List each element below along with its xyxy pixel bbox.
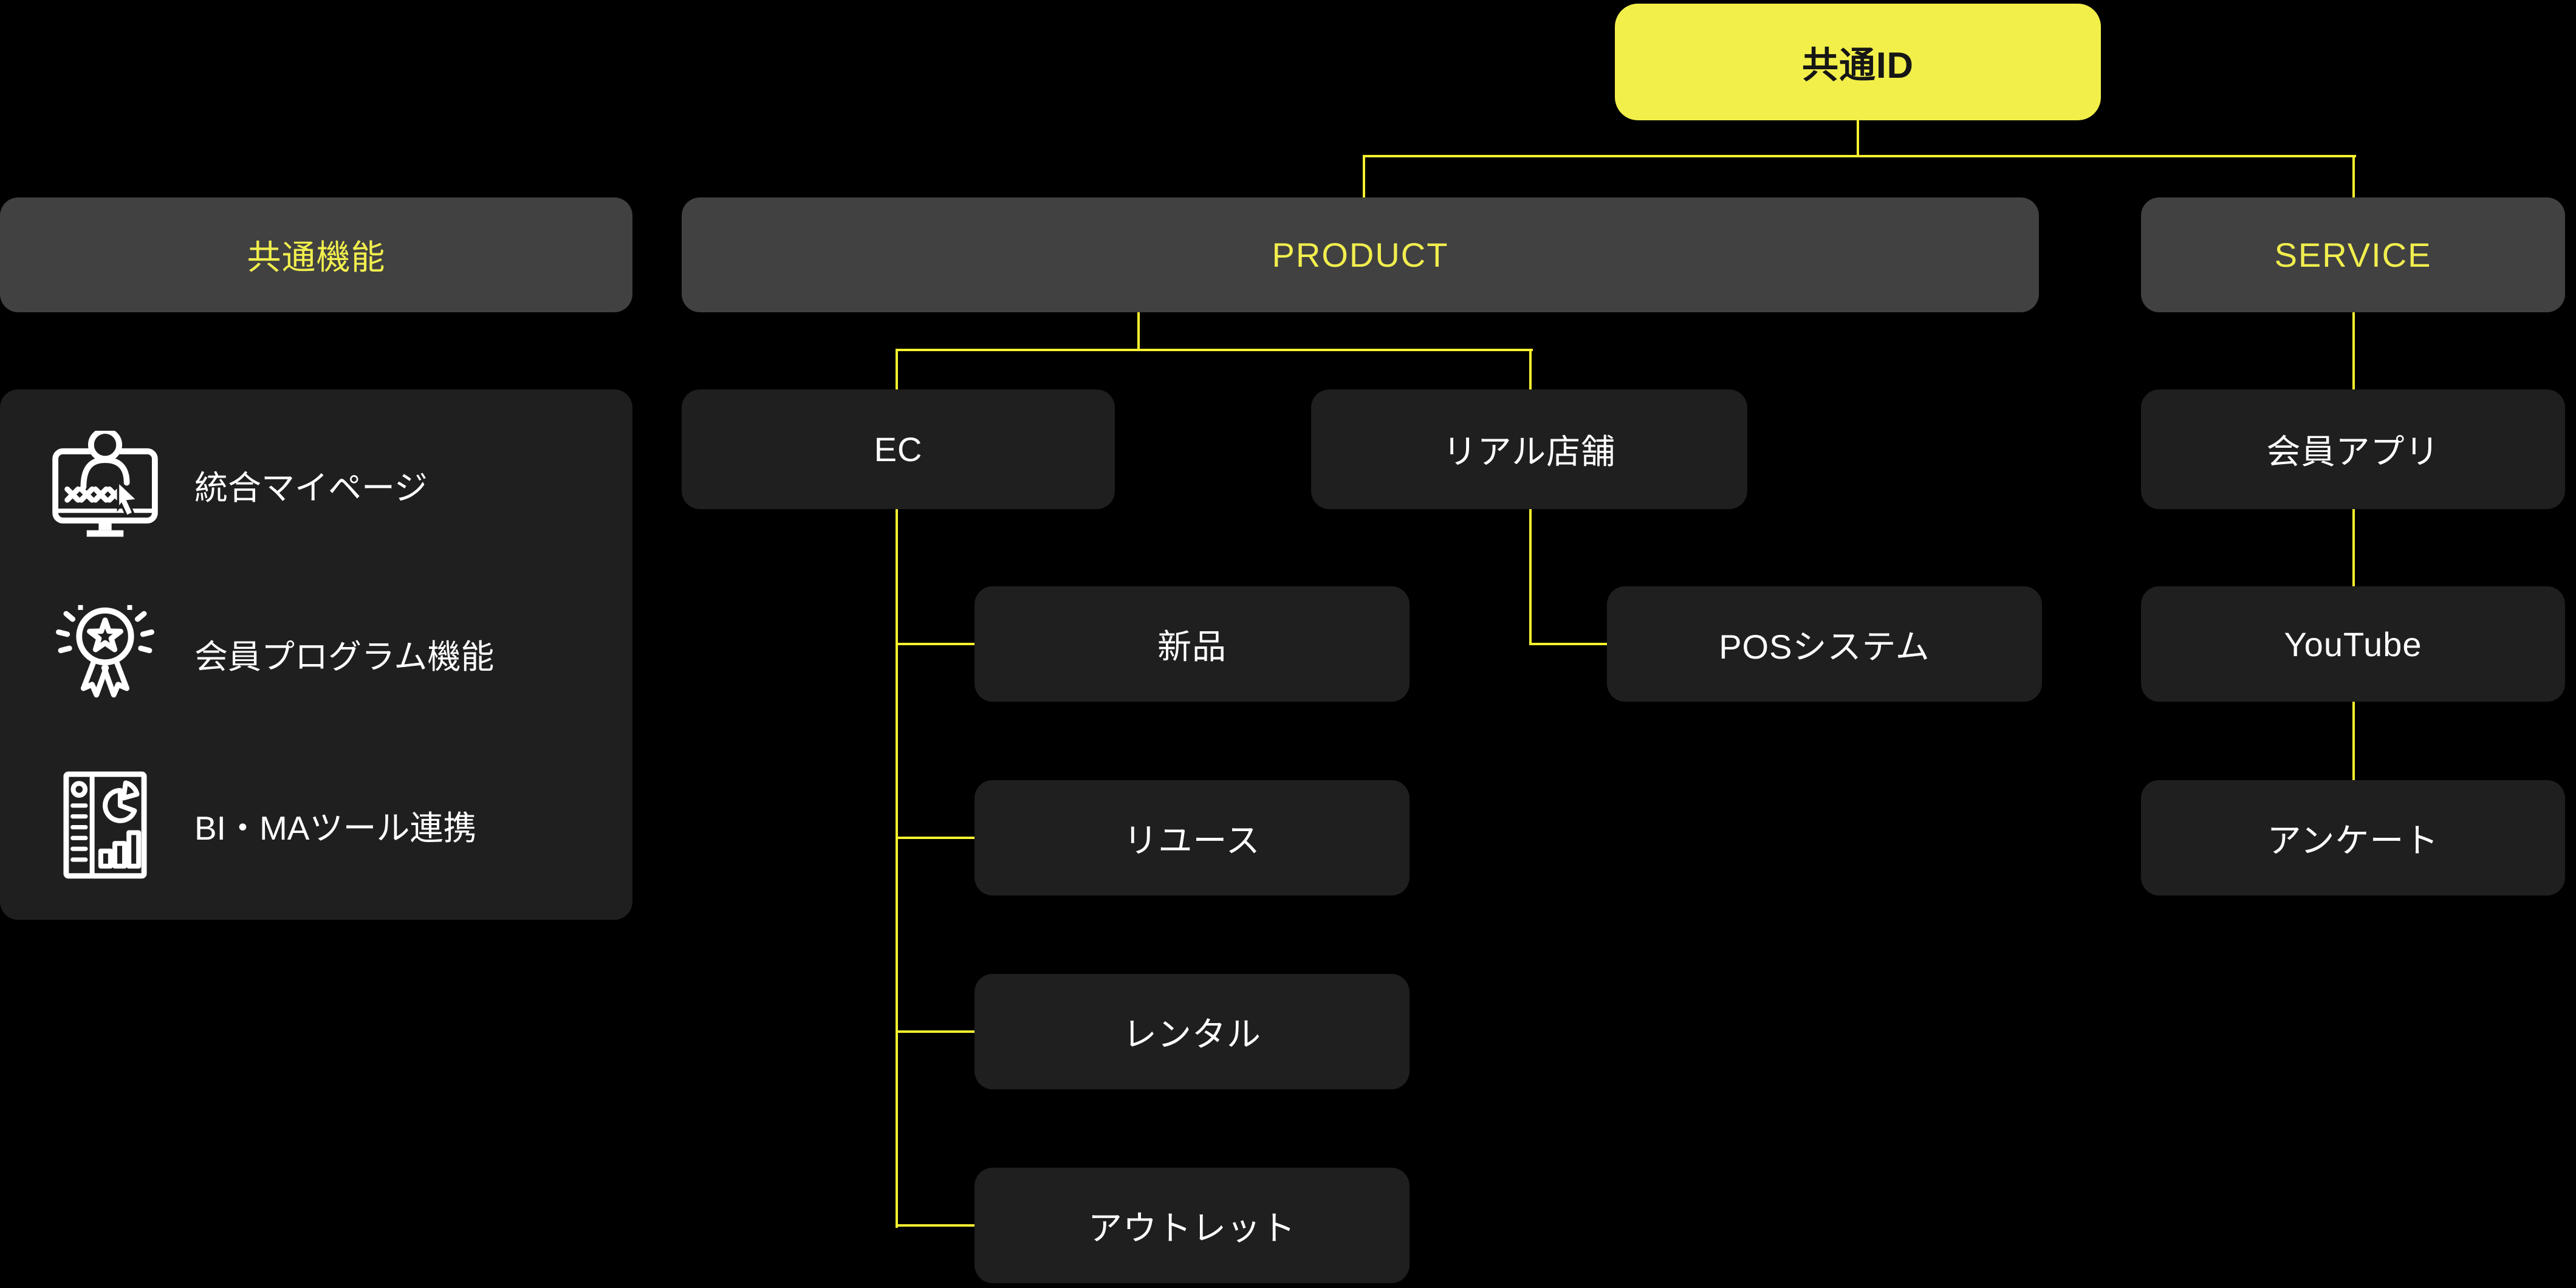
connector-service-seg3 bbox=[2352, 701, 2355, 781]
header-common-features: 共通機能 bbox=[0, 197, 632, 312]
connector-drop-ec bbox=[896, 349, 898, 391]
header-service-label: SERVICE bbox=[2274, 236, 2432, 274]
node-member-app: 会員アプリ bbox=[2141, 389, 2565, 509]
node-shinpin-label: 新品 bbox=[1157, 627, 1227, 666]
bi-ma-tools-icon bbox=[63, 771, 147, 879]
connector-service-seg1 bbox=[2352, 311, 2355, 391]
feature-label-bi-ma-tools: BI・MAツール連携 bbox=[194, 809, 477, 847]
connector-service-seg2 bbox=[2352, 508, 2355, 587]
node-rental: レンタル bbox=[975, 974, 1410, 1089]
connector-drop-product bbox=[1363, 155, 1365, 199]
node-shinpin: 新品 bbox=[975, 586, 1410, 702]
node-pos-system: POSシステム bbox=[1607, 586, 2042, 702]
unified-mypage-icon bbox=[52, 431, 158, 537]
connector-drop-service bbox=[2352, 155, 2355, 199]
node-youtube-label: YouTube bbox=[2284, 625, 2422, 663]
header-common-label: 共通機能 bbox=[247, 238, 386, 276]
node-member-app-label: 会員アプリ bbox=[2266, 433, 2440, 471]
node-outlet-label: アウトレット bbox=[1088, 1208, 1296, 1247]
connector-stub-rental bbox=[896, 1030, 976, 1033]
common-features-panel bbox=[0, 389, 632, 920]
connector-store-trunk bbox=[1529, 508, 1532, 645]
header-product-label: PRODUCT bbox=[1272, 236, 1449, 274]
header-product: PRODUCT bbox=[682, 197, 2039, 312]
node-reuse-label: リユース bbox=[1123, 821, 1261, 860]
header-service: SERVICE bbox=[2141, 197, 2565, 312]
membership-program-icon bbox=[56, 605, 154, 698]
node-rental-label: レンタル bbox=[1123, 1015, 1261, 1053]
feature-row-membership-program: 会員プログラム機能 bbox=[51, 594, 494, 713]
feature-row-unified-mypage: 統合マイページ bbox=[51, 425, 428, 544]
node-ec: EC bbox=[682, 389, 1115, 509]
node-ec-label: EC bbox=[874, 430, 923, 468]
feature-label-membership-program: 会員プログラム機能 bbox=[194, 638, 495, 676]
connector-product-stem bbox=[1137, 311, 1140, 351]
node-pos-system-label: POSシステム bbox=[1719, 627, 1930, 666]
connector-product-crossbar bbox=[896, 349, 1533, 351]
connector-ec-trunk bbox=[896, 508, 898, 1228]
feature-label-unified-mypage: 統合マイページ bbox=[194, 469, 428, 507]
connector-root-stem bbox=[1857, 119, 1859, 157]
root-node-kyotsu-id: 共通ID bbox=[1615, 4, 2101, 120]
node-outlet: アウトレット bbox=[975, 1168, 1410, 1283]
connector-stub-shinpin bbox=[896, 643, 976, 645]
node-survey-label: アンケート bbox=[2267, 821, 2439, 860]
node-survey: アンケート bbox=[2141, 780, 2565, 896]
connector-stub-outlet bbox=[896, 1224, 976, 1227]
connector-stub-reuse bbox=[896, 837, 976, 839]
node-reuse: リユース bbox=[975, 780, 1410, 896]
connector-root-crossbar bbox=[1363, 155, 2356, 157]
root-node-label: 共通ID bbox=[1802, 44, 1914, 86]
node-real-store-label: リアル店舗 bbox=[1442, 433, 1616, 471]
node-real-store: リアル店舗 bbox=[1311, 389, 1747, 509]
node-youtube: YouTube bbox=[2141, 586, 2565, 702]
feature-row-bi-ma-tools: BI・MAツール連携 bbox=[51, 766, 476, 885]
connector-drop-store bbox=[1529, 349, 1532, 391]
connector-stub-pos bbox=[1529, 643, 1608, 645]
